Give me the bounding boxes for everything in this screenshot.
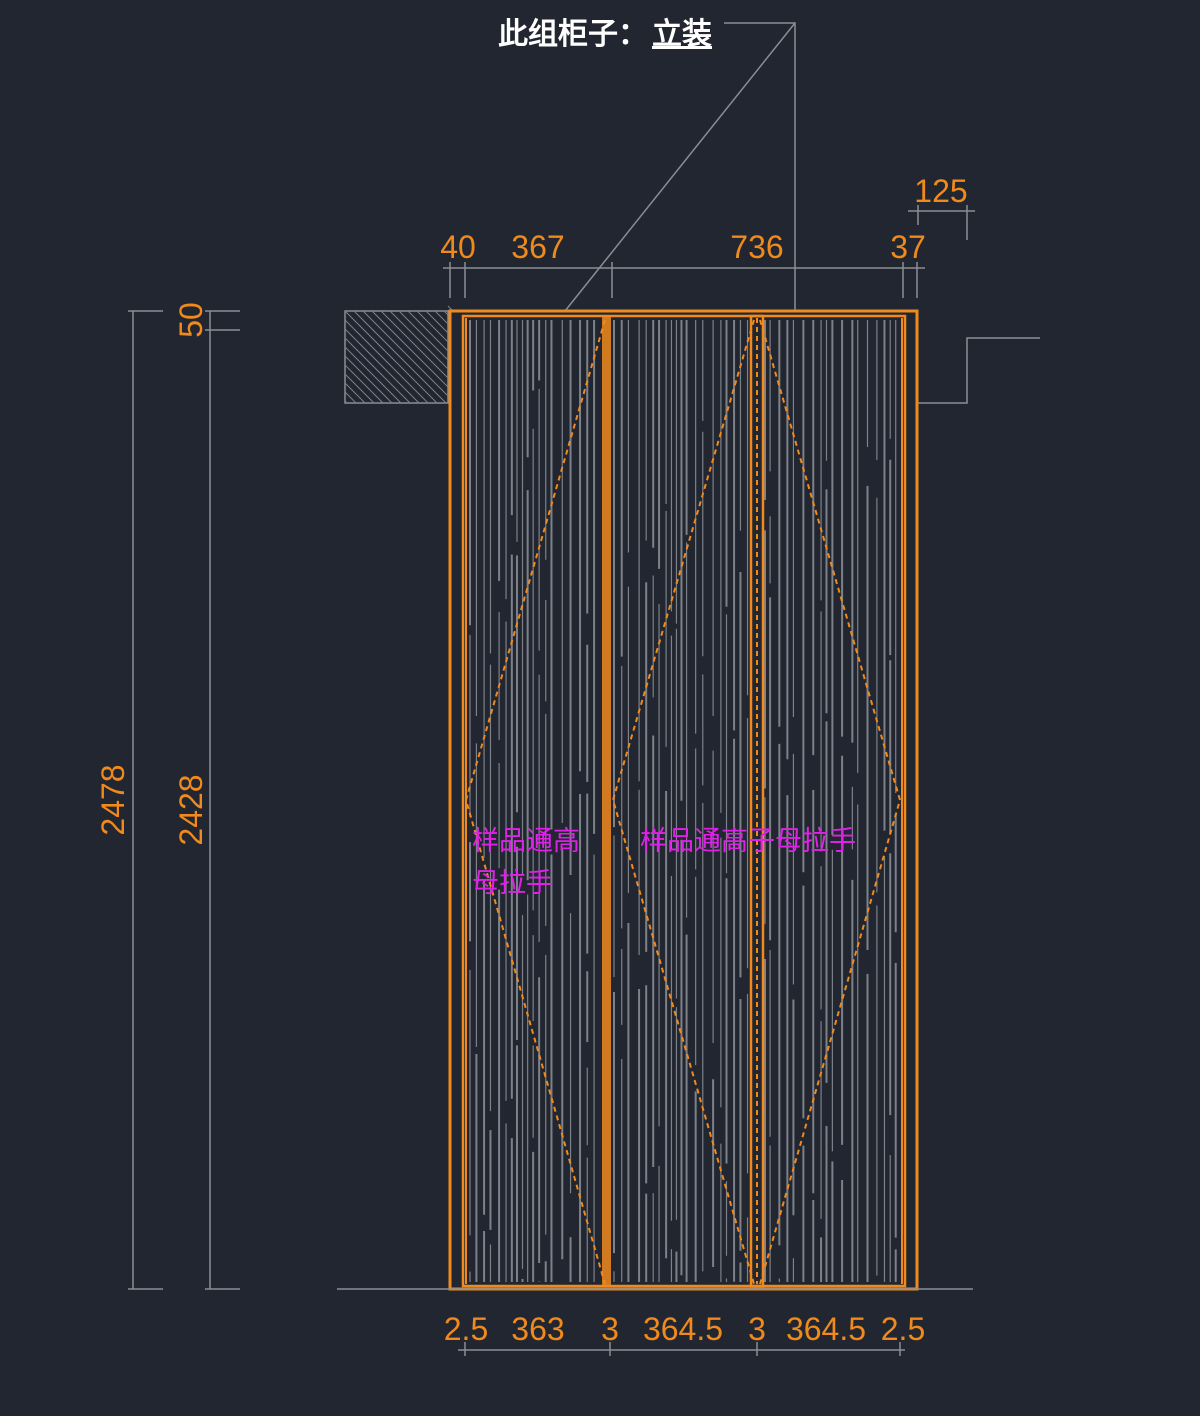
hatch-line <box>344 346 402 404</box>
dim-bottom: 364.5 <box>643 1311 723 1347</box>
dim-bottom: 363 <box>511 1311 564 1347</box>
note-left-1: 样品通高 <box>472 826 580 857</box>
hatch-line <box>344 391 357 404</box>
dim-736: 736 <box>730 229 783 265</box>
door-swing-indicators <box>464 319 902 1285</box>
door-divider-2 <box>749 314 765 1288</box>
title-value: 立装 <box>652 17 712 52</box>
hatch-line <box>344 364 384 404</box>
dim-367: 367 <box>511 229 564 265</box>
hatch-line <box>353 310 447 404</box>
dim-40: 40 <box>440 229 476 265</box>
hatch-line <box>344 310 438 404</box>
dim-bottom: 3 <box>748 1311 766 1347</box>
wood-grain <box>469 320 897 1282</box>
title: 此组柜子：立装 <box>498 17 712 52</box>
hatch-line <box>362 310 449 397</box>
hatch-line <box>434 310 449 325</box>
cabinet-frame <box>448 309 919 1291</box>
hatch-line <box>389 310 449 370</box>
hatch-line <box>443 310 449 316</box>
left-dimension: 2478 2428 50 <box>95 302 240 1290</box>
door-divider-1 <box>602 316 611 1286</box>
hatch-line <box>344 373 375 404</box>
hatch-line <box>416 310 449 343</box>
hatch-line <box>344 400 348 404</box>
hatch-line <box>344 355 393 404</box>
note-right: 样品通高子母拉手 <box>640 826 856 857</box>
hatch-line <box>344 337 411 404</box>
wall-section <box>344 305 454 404</box>
hatch-line <box>425 310 449 334</box>
dim-125: 125 <box>914 173 967 209</box>
dim-50: 50 <box>173 302 209 338</box>
hatch-line <box>344 382 366 404</box>
dim-37: 37 <box>890 229 926 265</box>
offset-dimension: 125 <box>908 173 975 240</box>
dim-bottom: 364.5 <box>786 1311 866 1347</box>
hatch-line <box>398 310 449 361</box>
dim-bottom: 3 <box>601 1311 619 1347</box>
leader-line-diagonal <box>564 22 796 312</box>
top-dimension: 40 367 736 37 <box>440 229 926 298</box>
dim-2478: 2478 <box>95 764 131 835</box>
note-left-2: 母拉手 <box>472 868 553 899</box>
hatch-line <box>344 328 420 404</box>
dim-bottom: 2.5 <box>881 1311 925 1347</box>
dim-bottom: 2.5 <box>444 1311 488 1347</box>
side-profile <box>917 337 1040 404</box>
hatch-line <box>344 319 429 404</box>
hatch-line <box>407 310 449 352</box>
bottom-dimension: 2.5 363 3 364.5 3 364.5 2.5 <box>444 1311 925 1356</box>
hatch-line <box>371 310 449 388</box>
title-label: 此组柜子： <box>498 17 648 52</box>
hatch-line <box>380 310 449 379</box>
dim-2428: 2428 <box>173 774 209 845</box>
